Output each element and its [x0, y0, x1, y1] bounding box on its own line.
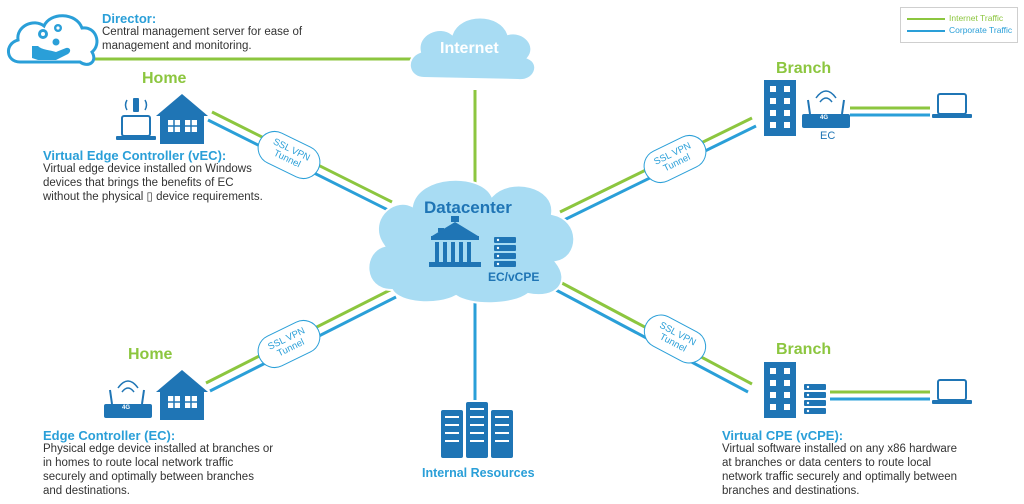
datacenter-cloud-icon: [367, 178, 576, 305]
vec-title: Virtual Edge Controller (vEC):: [43, 148, 227, 163]
branch-top-label: Branch: [776, 60, 832, 77]
director-title: Director:: [102, 11, 157, 26]
home-bottom-router-icon: [104, 380, 152, 418]
datacenter-label: Datacenter: [424, 198, 512, 217]
branch-bottom-server-icon: [804, 384, 826, 414]
datacenter-device-label: EC/vCPE: [488, 270, 540, 284]
internal-resources-label: Internal Resources: [422, 466, 535, 480]
ec-title: Edge Controller (EC):: [43, 428, 176, 443]
vcpe-desc-line2: at branches or data centers to route loc…: [722, 457, 932, 469]
vcpe-title: Virtual CPE (vCPE):: [722, 428, 844, 443]
ec-desc-line1: Physical edge device installed at branch…: [43, 443, 274, 455]
vec-desc-line1: Virtual edge device installed on Windows: [43, 163, 252, 175]
internet-cloud-icon: [409, 16, 537, 82]
legend-internet-swatch: [907, 18, 945, 20]
ec-desc-line3: securely and optimally between branches: [43, 471, 254, 483]
legend: Internet Traffic Corporate Traffic: [900, 7, 1018, 43]
legend-corporate-swatch: [907, 30, 945, 32]
vcpe-desc-line1: Virtual software installed on any x86 ha…: [722, 443, 958, 455]
branch-top-device-label: EC: [820, 130, 836, 142]
ec-desc-line4: and destinations.: [43, 485, 130, 497]
branch-bottom-building-icon: [764, 362, 796, 418]
internet-label: Internet: [440, 40, 499, 57]
branch-top-router-4g-badge: 4G: [820, 115, 829, 121]
vcpe-desc-line4: branches and destinations.: [722, 485, 860, 497]
branch-bottom-laptop-icon: [932, 379, 972, 404]
home-router-4g-badge: 4G: [122, 405, 131, 411]
director-desc-line2: management and monitoring.: [102, 40, 252, 52]
vcpe-desc-line3: network traffic securely and optimally b…: [722, 471, 958, 483]
director-cloud-icon: [7, 14, 99, 66]
vec-desc-line2: devices that brings the benefits of EC: [43, 177, 234, 189]
datacenter-building-icon: [429, 216, 481, 267]
director-desc-line1: Central management server for ease of: [102, 26, 303, 38]
vec-desc-line3: without the physical ▯ device requiremen…: [43, 191, 263, 203]
home-top-label: Home: [142, 70, 187, 87]
branch-top-building-icon: [764, 80, 796, 136]
branch-bottom-label: Branch: [776, 341, 832, 358]
internal-resources-server-icon: [441, 402, 513, 458]
home-bottom-label: Home: [128, 346, 173, 363]
home-top-house-icon: [156, 94, 208, 144]
ec-desc-line2: in homes to route local network traffic: [43, 457, 234, 469]
branch-top-router-icon: [802, 90, 850, 128]
home-top-laptop-icon: [116, 98, 156, 140]
home-bottom-house-icon: [156, 370, 208, 420]
branch-top-laptop-icon: [932, 93, 972, 118]
legend-corporate-label: Corporate Traffic: [949, 25, 1013, 35]
datacenter-server-icon: [494, 237, 516, 267]
legend-internet-label: Internet Traffic: [949, 13, 1004, 23]
